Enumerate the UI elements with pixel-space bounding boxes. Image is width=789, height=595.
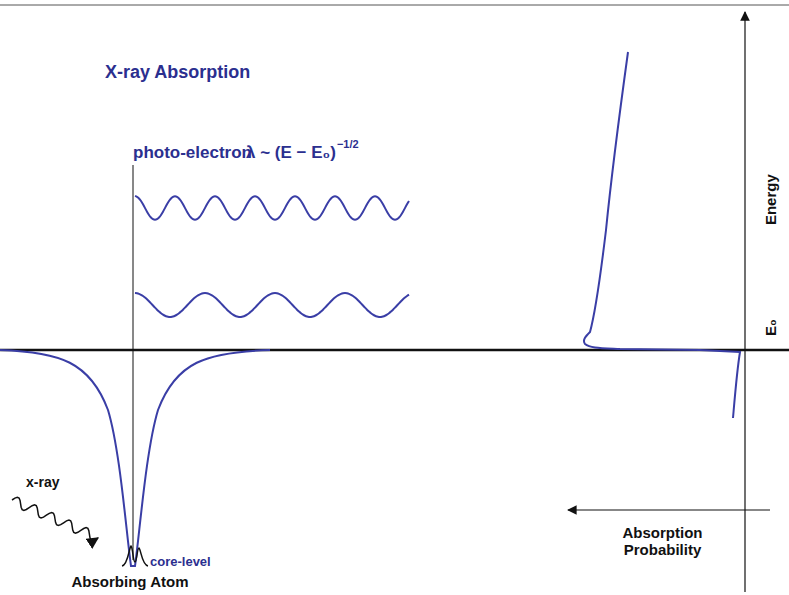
- photoelectron-wave-high: [135, 196, 409, 220]
- wavelength-formula-box: λ ~ (E − E₀): [246, 143, 336, 163]
- absorption-spectrum: [584, 52, 740, 418]
- core-level-peak: [122, 546, 148, 566]
- atom-axis: [133, 165, 134, 560]
- photo-electron-label: photo-electron: [133, 143, 252, 162]
- photo-electron-label-box: photo-electron: [133, 143, 252, 163]
- formula-exponent-box: −1/2: [337, 138, 359, 151]
- energy-axis: [744, 12, 745, 592]
- absorption-axis-label: Absorption Probability: [623, 524, 703, 558]
- photoelectron-wave-low: [135, 293, 409, 317]
- absorbing-atom-label: Absorbing Atom: [72, 573, 189, 590]
- x-ray-label: x-ray: [26, 474, 59, 490]
- core-level-label-box: core-level: [150, 555, 211, 570]
- formula-exponent: −1/2: [337, 138, 359, 150]
- potential-well: [0, 350, 270, 566]
- energy-axis-label-box: Energy: [761, 175, 778, 226]
- absorbing-atom-label-box: Absorbing Atom: [45, 573, 215, 590]
- top-rule: [0, 5, 789, 6]
- core-level-label: core-level: [150, 554, 211, 569]
- absorption-axis-label-box: Absorption Probability: [600, 524, 725, 559]
- x-ray-photon: [12, 497, 98, 541]
- energy-axis-label: Energy: [761, 175, 778, 226]
- wavelength-formula: λ ~ (E − E₀): [246, 143, 336, 162]
- title: X-ray Absorption: [105, 62, 250, 82]
- title-box: X-ray Absorption: [105, 62, 250, 83]
- e0-label: E₀: [761, 320, 778, 337]
- e0-label-box: E₀: [761, 320, 778, 337]
- x-ray-label-box: x-ray: [26, 474, 59, 490]
- absorption-axis: [568, 509, 770, 510]
